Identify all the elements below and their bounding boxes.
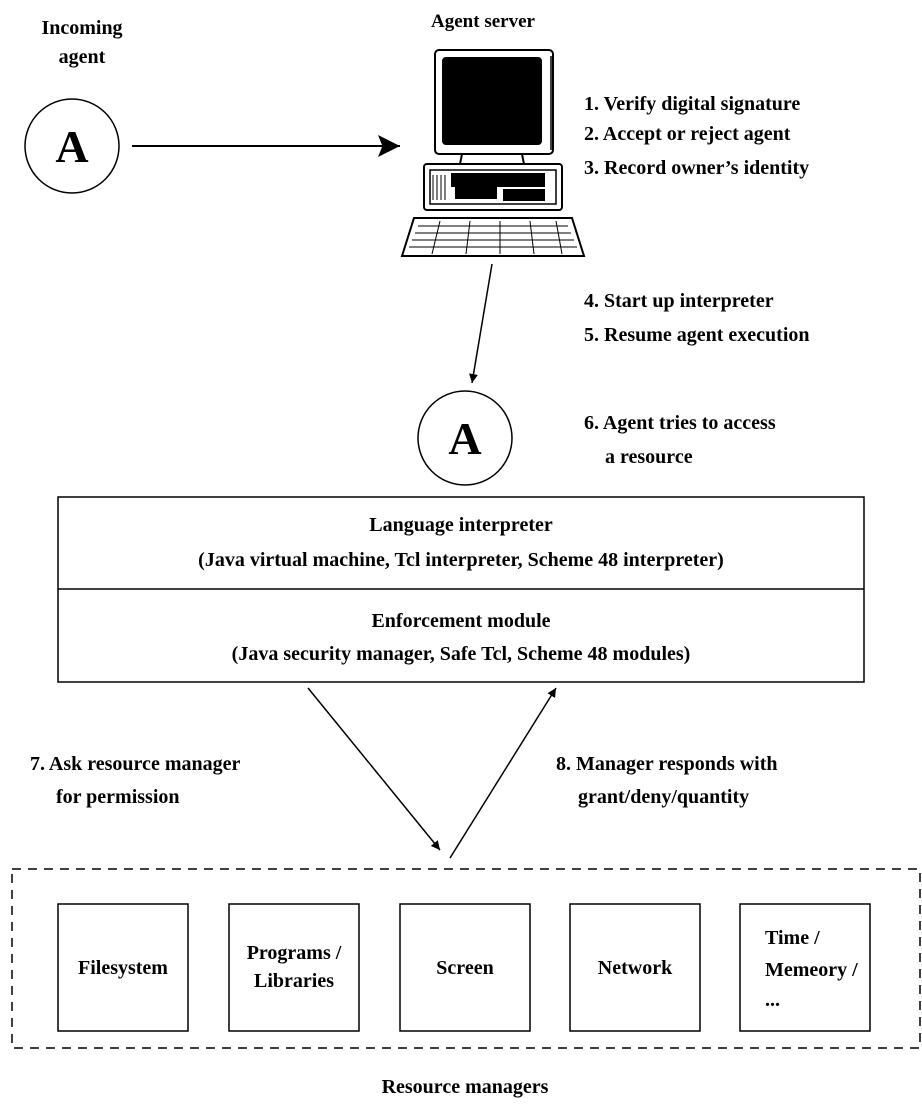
request-step-line-1: 7. Ask resource manager (30, 753, 240, 775)
agent-step-6-line-2: a resource (605, 446, 693, 468)
response-step-line-2: grant/deny/quantity (578, 786, 749, 808)
request-arrow (307, 687, 441, 851)
agent-step-6-line-1: 6. Agent tries to access (584, 412, 776, 434)
resource-label-line: Programs / (247, 942, 342, 964)
resource-label-line: Memeory / (765, 959, 858, 981)
response-arrow (449, 687, 557, 859)
agent-glyph: A (55, 121, 88, 172)
request-step-line-2: for permission (56, 786, 180, 808)
enforcement-module-title: Enforcement module (371, 610, 550, 632)
resource-programs-libraries: Programs / Libraries (228, 903, 360, 1032)
resource-filesystem: Filesystem (57, 903, 189, 1032)
resource-network: Network (569, 903, 701, 1032)
server-step-2: 2. Accept or reject agent (584, 123, 791, 145)
enforcement-module-subtitle: (Java security manager, Safe Tcl, Scheme… (232, 643, 691, 665)
launch-arrow (469, 263, 493, 384)
agent-circle-icon: A (24, 98, 120, 194)
agent-server: Agent server (400, 11, 810, 346)
desktop-computer-icon (400, 49, 586, 257)
resource-label-line: Network (598, 957, 673, 979)
resource-managers-group: Filesystem Programs / Libraries Screen N… (11, 868, 921, 1098)
server-step-5: 5. Resume agent execution (584, 324, 810, 346)
agent-server-title: Agent server (431, 11, 535, 32)
resource-time-memory: Time / Memeory / ... (739, 903, 871, 1032)
resource-label-line: Filesystem (78, 957, 168, 979)
server-step-3: 3. Record owner’s identity (584, 157, 809, 179)
server-step-4: 4. Start up interpreter (584, 290, 774, 312)
language-interpreter-title: Language interpreter (369, 514, 553, 536)
incoming-agent-label-line-1: Incoming (41, 17, 122, 39)
resource-label-line: Libraries (254, 970, 334, 992)
resource-label-line: Screen (436, 957, 493, 979)
resource-screen: Screen (399, 903, 531, 1032)
agent-circle-icon: A (417, 390, 513, 486)
interpreter-stack: Language interpreter (Java virtual machi… (57, 496, 865, 683)
server-step-1: 1. Verify digital signature (584, 93, 800, 115)
running-agent: A 6. Agent tries to access a resource (417, 390, 776, 486)
language-interpreter-subtitle: (Java virtual machine, Tcl interpreter, … (198, 549, 724, 571)
resource-managers-boundary (11, 868, 921, 1049)
resource-label-line: ... (765, 989, 780, 1011)
resource-label-line: Time / (765, 927, 820, 949)
incoming-agent-label-line-2: agent (59, 46, 106, 68)
incoming-agent: Incoming agent A (24, 17, 123, 194)
resource-managers-caption: Resource managers (382, 1076, 549, 1098)
agent-glyph: A (448, 413, 481, 464)
response-step-line-1: 8. Manager responds with (556, 753, 778, 775)
